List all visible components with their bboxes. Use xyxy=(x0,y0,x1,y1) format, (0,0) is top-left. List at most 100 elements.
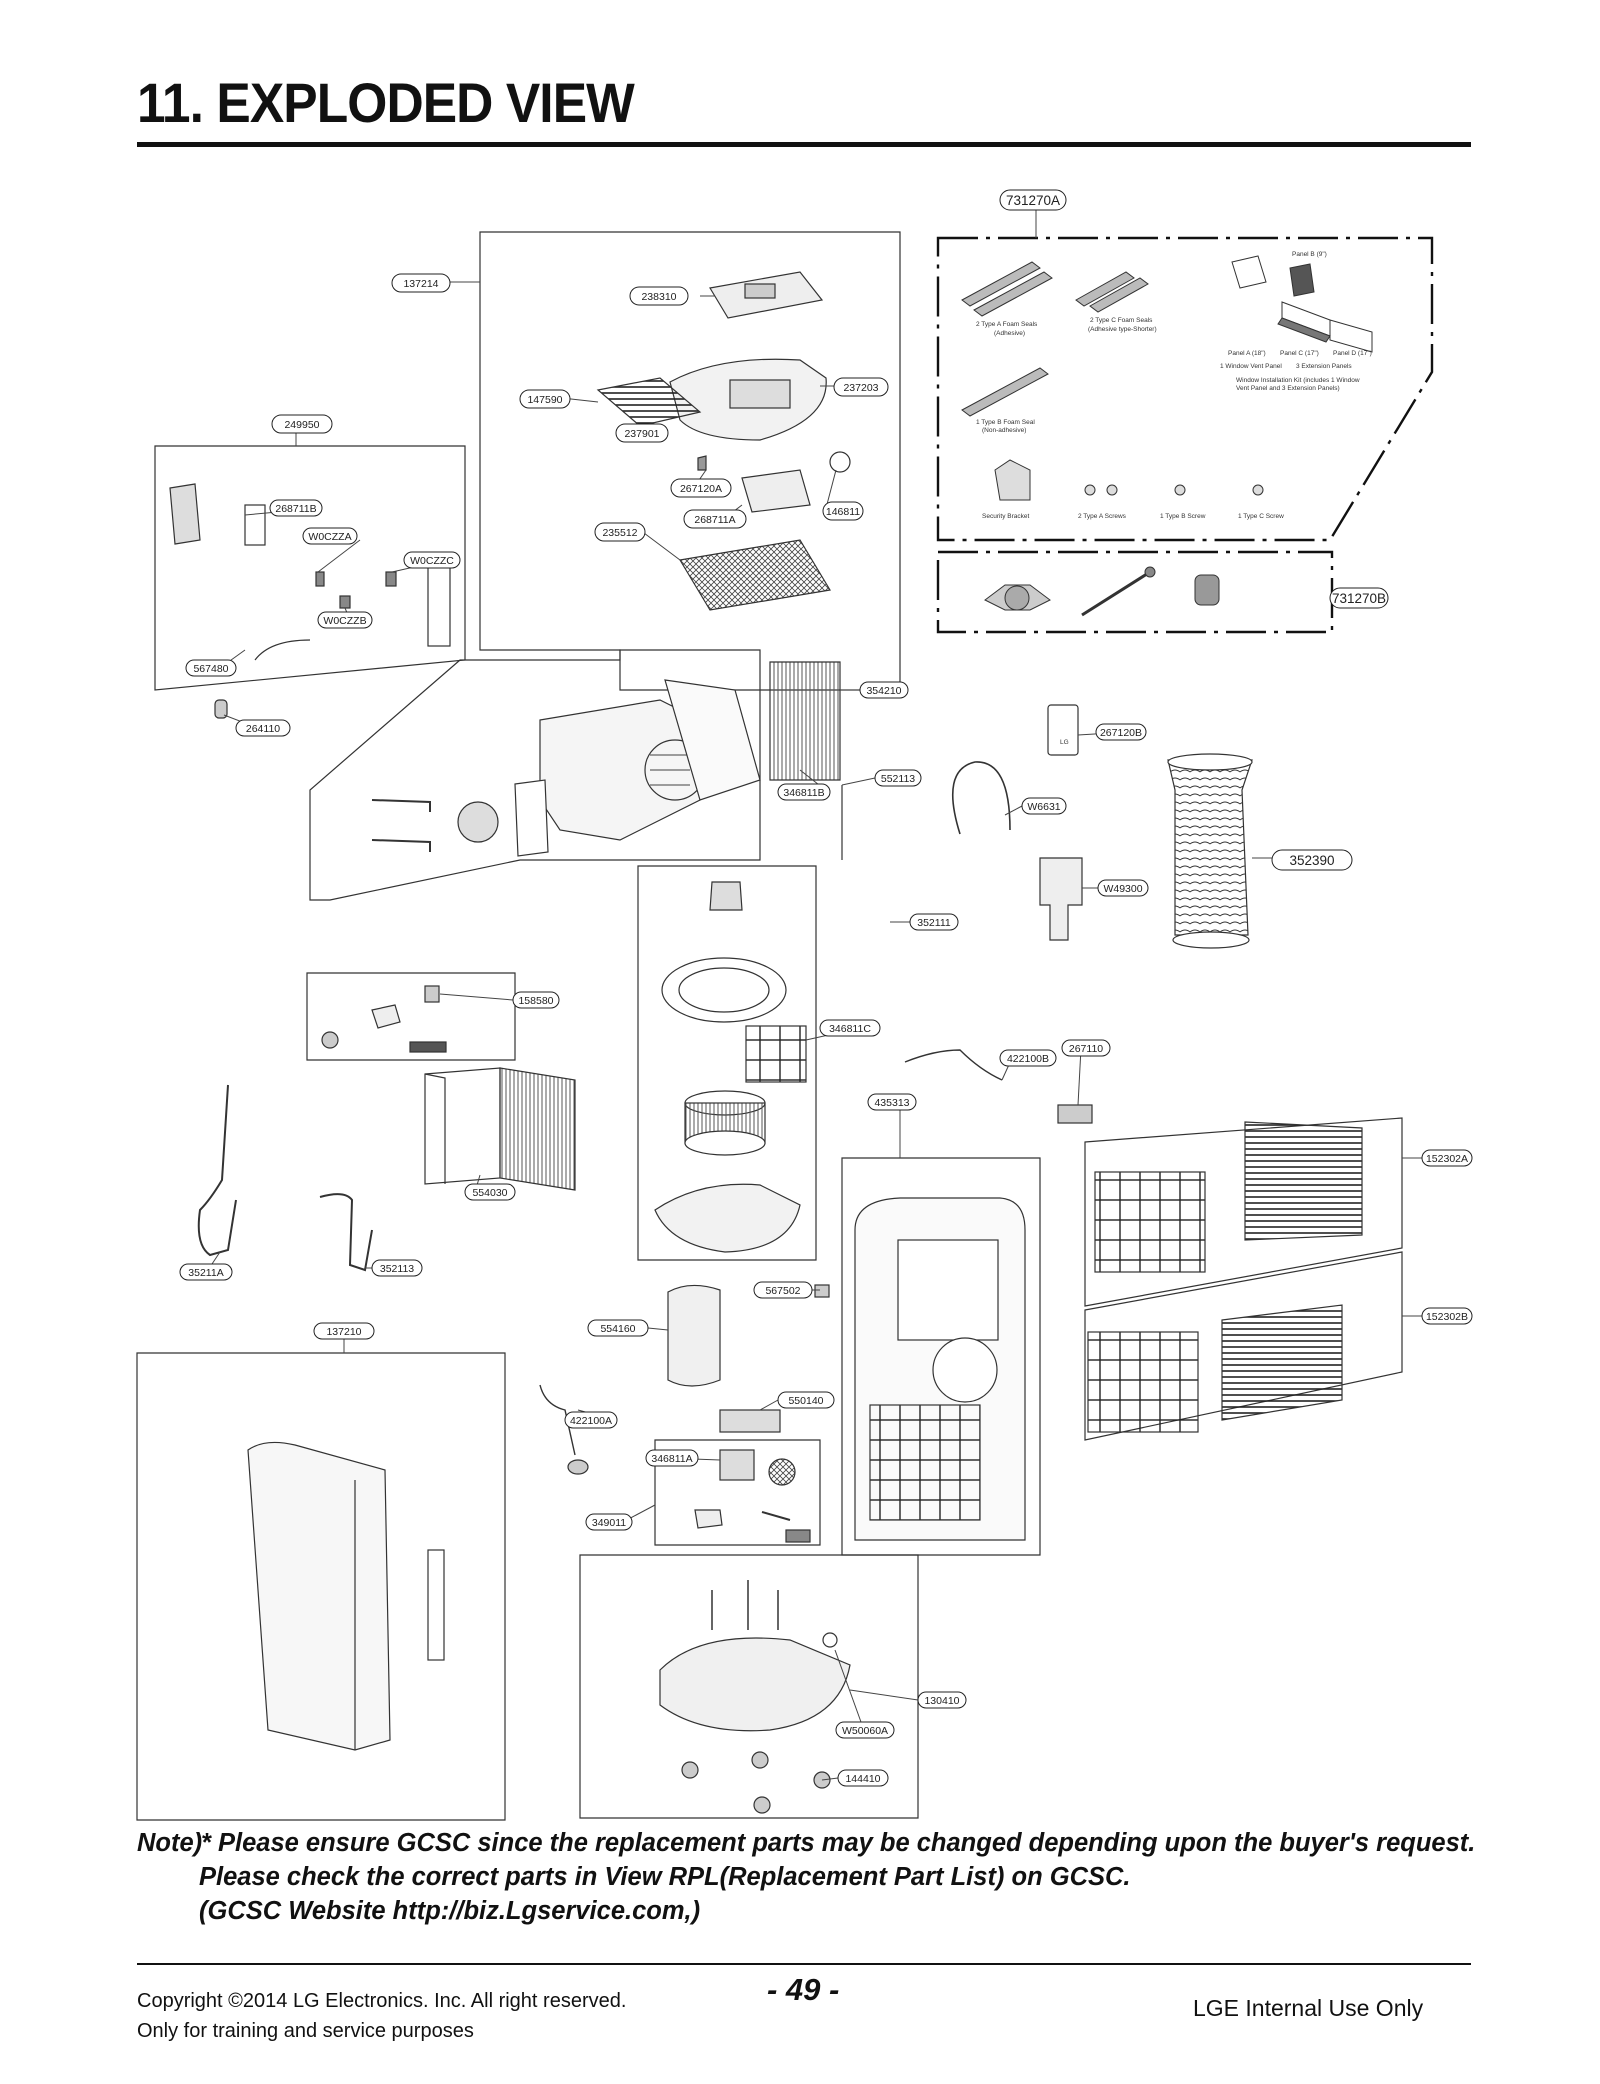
label-435313: 435313 xyxy=(874,1097,909,1109)
filter-frame-152302B xyxy=(1087,1331,1199,1433)
kit-type-c-screw-caption: 1 Type C Screw xyxy=(1238,513,1284,520)
page-number: - 49 - xyxy=(767,1972,840,2007)
note-label: Note) xyxy=(137,1829,203,1857)
grille-346811C xyxy=(745,1025,807,1083)
kit-security-bracket-caption: Security Bracket xyxy=(982,513,1030,520)
kit-panel-d-caption: Panel D (17") xyxy=(1333,350,1372,357)
base-shroud xyxy=(654,1183,801,1253)
kit-extension-panels-caption: 3 Extension Panels xyxy=(1296,363,1352,370)
note-line-2: Please check the correct parts in View R… xyxy=(199,1863,1131,1891)
pipe-352113 xyxy=(319,1193,373,1272)
label-267120A: 267120A xyxy=(680,483,722,495)
kit-type-a-seals-caption: 2 Type A Foam Seals xyxy=(976,321,1038,328)
label-W0CZZA: W0CZZA xyxy=(308,531,351,543)
filter-frame-152302A xyxy=(1094,1171,1206,1273)
label-264110: 264110 xyxy=(246,723,280,735)
label-W49300: W49300 xyxy=(1103,883,1142,895)
kit-panel-c-caption: Panel C (17") xyxy=(1280,350,1319,357)
label-354210: 354210 xyxy=(866,685,901,697)
kit-install-kit-caption-2: Vent Panel and 3 Extension Panels) xyxy=(1236,385,1340,392)
caster xyxy=(681,1761,699,1779)
note-line-3: (GCSC Website http://biz.Lgservice.com,) xyxy=(199,1897,701,1925)
bracket-550140 xyxy=(719,1409,781,1433)
kit-panel-b-caption: Panel B (9") xyxy=(1292,251,1327,258)
label-W0CZZC: W0CZZC xyxy=(410,555,454,567)
group-outline-control xyxy=(479,231,901,691)
label-W6631: W6631 xyxy=(1027,801,1060,813)
label-152302B: 152302B xyxy=(1426,1311,1468,1323)
front-panel-137210 xyxy=(247,1441,391,1751)
label-238310: 238310 xyxy=(641,291,676,303)
kit-box-731270B xyxy=(936,550,1334,634)
kit-adhesive-shorter-caption: (Adhesive type-Shorter) xyxy=(1088,326,1157,333)
pipe-35211A xyxy=(197,1084,237,1257)
label-550140: 550140 xyxy=(788,1395,823,1407)
exploded-view-diagram: Panel B (9") 2 Type A Foam Seals (Adhesi… xyxy=(136,189,1473,1821)
group-outline-base xyxy=(579,1554,919,1819)
group-outline-rear xyxy=(841,1157,1041,1556)
internal-use-text: LGE Internal Use Only xyxy=(1193,1995,1424,2021)
label-237203: 237203 xyxy=(843,382,878,394)
label-346811A: 346811A xyxy=(651,1453,692,1465)
label-W0CZZB: W0CZZB xyxy=(323,615,366,627)
label-267120B: 267120B xyxy=(1100,727,1142,739)
label-130410: 130410 xyxy=(924,1695,959,1707)
label-352113: 352113 xyxy=(380,1263,414,1275)
training-text: Only for training and service purposes xyxy=(137,2020,474,2042)
filter-grill-152302B xyxy=(1221,1304,1343,1421)
label-137214: 137214 xyxy=(403,278,438,290)
label-349011: 349011 xyxy=(592,1517,626,1529)
label-567480: 567480 xyxy=(193,663,228,675)
footer-rule xyxy=(137,1963,1471,1965)
label-422100B: 422100B xyxy=(1007,1053,1049,1065)
label-158580: 158580 xyxy=(518,995,553,1007)
page-title: 11. EXPLODED VIEW xyxy=(137,71,635,134)
label-731270A: 731270A xyxy=(1006,193,1060,208)
label-552113: 552113 xyxy=(881,773,915,785)
note-line-1: * Please ensure GCSC since the replaceme… xyxy=(201,1829,1476,1857)
bracket-249950 xyxy=(169,483,201,545)
label-152302A: 152302A xyxy=(1426,1153,1468,1165)
label-346811B: 346811B xyxy=(783,787,824,799)
kit-type-c-seals-caption: 2 Type C Foam Seals xyxy=(1090,317,1153,324)
kit-adhesive-caption: (Adhesive) xyxy=(994,330,1025,337)
label-35211A: 35211A xyxy=(188,1267,223,1279)
evaporator-354210 xyxy=(769,661,841,781)
kit-type-b-screw-caption: 1 Type B Screw xyxy=(1160,513,1206,520)
side-strip xyxy=(427,1549,445,1661)
label-352390: 352390 xyxy=(1289,853,1334,868)
label-268711A: 268711A xyxy=(694,514,735,526)
group-outline-blower xyxy=(309,649,761,901)
base-pan-130410 xyxy=(659,1637,851,1732)
group-outline-filter-b xyxy=(1084,1251,1403,1441)
label-237901: 237901 xyxy=(624,428,659,440)
label-W50060A: W50060A xyxy=(842,1725,888,1737)
part-267110 xyxy=(1057,1104,1093,1124)
compressor-554160 xyxy=(667,1284,721,1387)
kit-panel-a-caption: Panel A (18") xyxy=(1228,350,1266,357)
group-outline-pump xyxy=(654,1439,821,1546)
motor xyxy=(709,881,743,911)
group-outline-valve xyxy=(306,972,516,1061)
kit-box-731270A xyxy=(936,236,1434,542)
kit-type-b-seal-caption: 1 Type B Foam Seal xyxy=(976,419,1035,426)
kit-type-a-screws-caption: 2 Type A Screws xyxy=(1078,513,1127,520)
kit-non-adhesive-caption: (Non-adhesive) xyxy=(982,427,1026,434)
copyright-text: Copyright ©2014 LG Electronics. Inc. All… xyxy=(137,1990,627,2012)
cover-147590 xyxy=(596,377,702,427)
wire-W6631 xyxy=(952,761,1011,835)
label-554160: 554160 xyxy=(600,1323,635,1335)
title-rule xyxy=(137,142,1471,147)
label-267110: 267110 xyxy=(1069,1043,1103,1055)
label-249950: 249950 xyxy=(284,419,319,431)
label-144410: 144410 xyxy=(845,1773,880,1785)
brand-mark: LG xyxy=(1060,739,1069,746)
label-147590: 147590 xyxy=(527,394,562,406)
tray-235512 xyxy=(679,539,831,611)
wire-422100A xyxy=(539,1384,576,1456)
footer-left: Copyright ©2014 LG Electronics. Inc. All… xyxy=(137,1986,626,2046)
label-554030: 554030 xyxy=(472,1187,507,1199)
grille-rear xyxy=(869,1404,981,1521)
pad-158580 xyxy=(409,1041,447,1053)
condenser-554030 xyxy=(424,1067,501,1185)
